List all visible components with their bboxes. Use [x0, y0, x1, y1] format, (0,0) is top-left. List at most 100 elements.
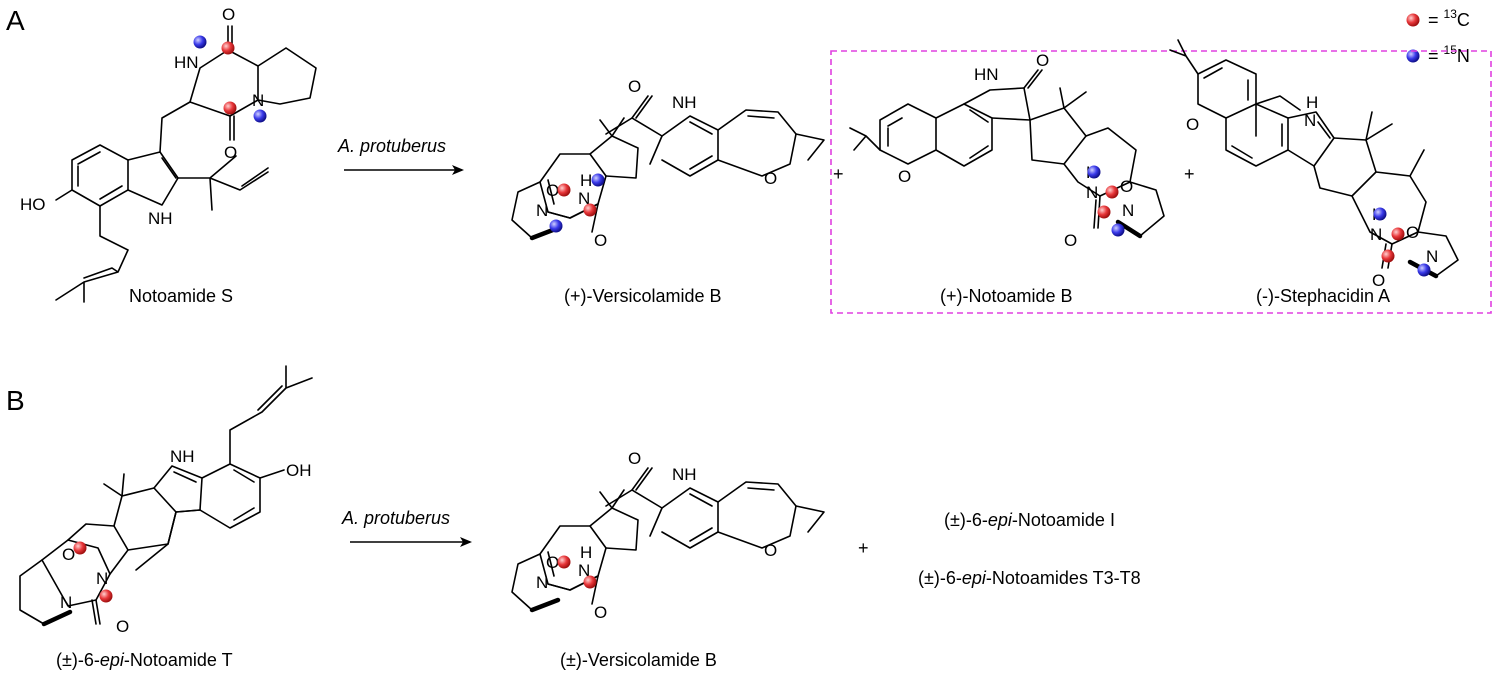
atom-o-bridge: O — [62, 545, 75, 564]
legend-c13-eq: = — [1428, 10, 1444, 30]
c13-label-icon — [583, 575, 597, 589]
atom-n-indole: N — [1304, 111, 1316, 130]
stephacidin-a-structure: O H N H N O N O — [1169, 39, 1459, 290]
atom-o-bridge: O — [546, 181, 559, 200]
atom-o-amide: O — [1064, 231, 1077, 250]
atom-o-bridge: O — [1406, 223, 1419, 242]
atom-n-bridge: N — [1086, 183, 1098, 202]
atom-n-pyrrolidine: N — [1426, 247, 1438, 266]
label-epi-notoamides-t3-t8-pre: (±)-6- — [918, 568, 962, 588]
label-epi-notoamide-i-post: -Notoamide I — [1012, 510, 1115, 530]
svg-text:= 15N: = 15N — [1428, 43, 1470, 66]
legend-c13-sup: 13 — [1444, 7, 1458, 21]
label-epi-notoamide-t-italic: epi — [100, 650, 125, 670]
n15-label-icon — [1417, 263, 1431, 277]
atom-n-bridge: N — [1370, 225, 1382, 244]
atom-hn-oxindole: HN — [974, 65, 999, 84]
atom-o-dkp-top: O — [222, 5, 235, 24]
atom-h-bridge: H — [580, 543, 592, 562]
svg-text:(±)-6-epi-Notoamide I: (±)-6-epi-Notoamide I — [944, 510, 1115, 530]
label-epi-notoamide-t-pre: (±)-6- — [56, 650, 100, 670]
versicolamide-b-structure-a: O NH O O H N N O — [512, 77, 825, 250]
atom-o-lactam: O — [628, 449, 641, 468]
c13-label-icon — [221, 41, 235, 55]
atom-h-bridge: H — [580, 171, 592, 190]
legend-n15-eq: = — [1428, 46, 1444, 66]
atom-nh-indole: NH — [170, 447, 195, 466]
atom-n-pyrrolidine: N — [536, 573, 548, 592]
atom-n-pyrrolidine: N — [1122, 201, 1134, 220]
label-epi-notoamides-t3-t8-italic: epi — [962, 568, 987, 588]
panel-label-a: A — [6, 5, 25, 36]
atom-n-bridge: N — [578, 561, 590, 580]
carbon-13-marker-icon — [1406, 13, 1420, 27]
atom-nh-indole: NH — [148, 209, 173, 228]
atom-n-pyrrolidine: N — [60, 593, 72, 612]
atom-o-lactam: O — [1036, 51, 1049, 70]
atom-o-amide: O — [1372, 271, 1385, 290]
atom-o-pyran: O — [764, 169, 777, 188]
atom-o-bridge: O — [546, 553, 559, 572]
label-stephacidin-a: (-)-Stephacidin A — [1256, 286, 1390, 306]
n15-label-icon — [591, 173, 605, 187]
atom-o-pyran: O — [898, 167, 911, 186]
label-versicolamide-b-b: (±)-Versicolamide B — [560, 650, 717, 670]
label-versicolamide-b-a: (+)-Versicolamide B — [564, 286, 722, 306]
atom-o-lactam: O — [628, 77, 641, 96]
atom-nh-oxindole: NH — [672, 93, 697, 112]
label-epi-notoamide-i-italic: epi — [988, 510, 1013, 530]
c13-label-icon — [1097, 205, 1111, 219]
label-notoamide-b: (+)-Notoamide B — [940, 286, 1073, 306]
plus-sign: + — [833, 164, 844, 184]
n15-label-icon — [1087, 165, 1101, 179]
isotope-legend: = 13C = 15N — [1406, 7, 1470, 66]
svg-text:(±)-6-epi-Notoamide T: (±)-6-epi-Notoamide T — [56, 650, 233, 670]
highlight-box — [830, 50, 1492, 314]
atom-hn-dkp: HN — [174, 53, 199, 72]
n15-label-icon — [549, 219, 563, 233]
atom-oh: OH — [286, 461, 312, 480]
label-epi-notoamide-t-post: -Notoamide T — [124, 650, 233, 670]
atom-ho: HO — [20, 195, 46, 214]
notoamide-s-structure: HO NH O O HN N — [20, 5, 317, 303]
c13-label-icon — [583, 203, 597, 217]
versicolamide-b-structure-b: O NH O O H N N O — [512, 449, 825, 622]
plus-sign: + — [858, 538, 869, 558]
c13-label-icon — [1391, 227, 1405, 241]
c13-label-icon — [223, 101, 237, 115]
atom-n-dkp: N — [252, 91, 264, 110]
atom-o-amide: O — [594, 603, 607, 622]
atom-o-pyran: O — [1186, 115, 1199, 134]
atom-o-pyran: O — [764, 541, 777, 560]
legend-n15-element: N — [1457, 46, 1470, 66]
atom-n-bridge: N — [96, 569, 108, 588]
atom-o-dkp-bottom: O — [224, 143, 237, 162]
atom-nh-oxindole: NH — [672, 465, 697, 484]
c13-label-icon — [73, 541, 87, 555]
reagent-a: A. protuberus — [337, 136, 446, 156]
c13-label-icon — [1105, 185, 1119, 199]
atom-h-indole: H — [1306, 93, 1318, 112]
c13-label-icon — [557, 183, 571, 197]
n15-label-icon — [1111, 223, 1125, 237]
nitrogen-15-marker-icon — [1406, 49, 1420, 63]
reagent-b: A. protuberus — [341, 508, 450, 528]
c13-label-icon — [99, 589, 113, 603]
label-notoamide-s: Notoamide S — [129, 286, 233, 306]
svg-text:= 13C: = 13C — [1428, 7, 1470, 30]
n15-label-icon — [193, 35, 207, 49]
atom-o-bridge: O — [1120, 177, 1133, 196]
c13-label-icon — [557, 555, 571, 569]
atom-n-pyrrolidine: N — [536, 201, 548, 220]
legend-c13-element: C — [1457, 10, 1470, 30]
c13-label-icon — [1381, 249, 1395, 263]
label-epi-notoamides-t3-t8-post: -Notoamides T3-T8 — [986, 568, 1141, 588]
atom-o-amide: O — [116, 617, 129, 636]
n15-label-icon — [1373, 207, 1387, 221]
epi-notoamide-t-structure: OH NH O N N O — [19, 365, 313, 636]
svg-text:(±)-6-epi-Notoamides T3-T8: (±)-6-epi-Notoamides T3-T8 — [918, 568, 1141, 588]
panel-label-b: B — [6, 385, 25, 416]
label-epi-notoamide-i-pre: (±)-6- — [944, 510, 988, 530]
atom-n-bridge: N — [578, 189, 590, 208]
